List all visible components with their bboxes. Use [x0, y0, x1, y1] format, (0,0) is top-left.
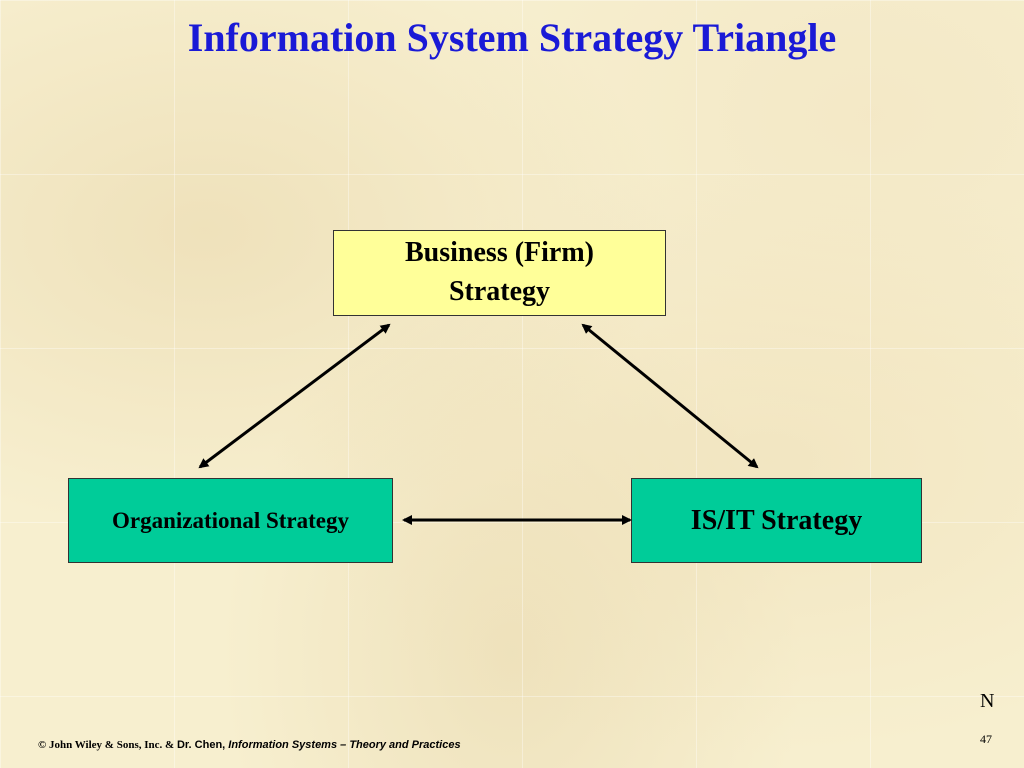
organizational-strategy-box: Organizational Strategy [68, 478, 393, 563]
organizational-strategy-label: Organizational Strategy [112, 507, 349, 533]
footer-book-title: Information Systems – Theory and Practic… [228, 739, 461, 751]
isit-strategy-label: IS/IT Strategy [690, 504, 863, 536]
footer-author: Dr. Chen, [176, 739, 229, 751]
footer-citation: © John Wiley & Sons, Inc. & Dr. Chen, In… [38, 739, 461, 751]
arrow-business-isit [581, 323, 759, 469]
slide-title: Information System Strategy Triangle [187, 15, 837, 60]
footer-copyright: © John Wiley & Sons, Inc. & [38, 739, 177, 751]
business-strategy-label-line2: Strategy [448, 276, 551, 307]
corner-mark: N [980, 690, 995, 712]
business-strategy-label-line1: Business (Firm) [405, 237, 594, 269]
arrow-business-organizational [198, 323, 391, 469]
isit-strategy-box: IS/IT Strategy [631, 478, 922, 563]
page-number: 47 [980, 732, 992, 746]
business-strategy-box: Business (Firm) Strategy [333, 230, 666, 316]
